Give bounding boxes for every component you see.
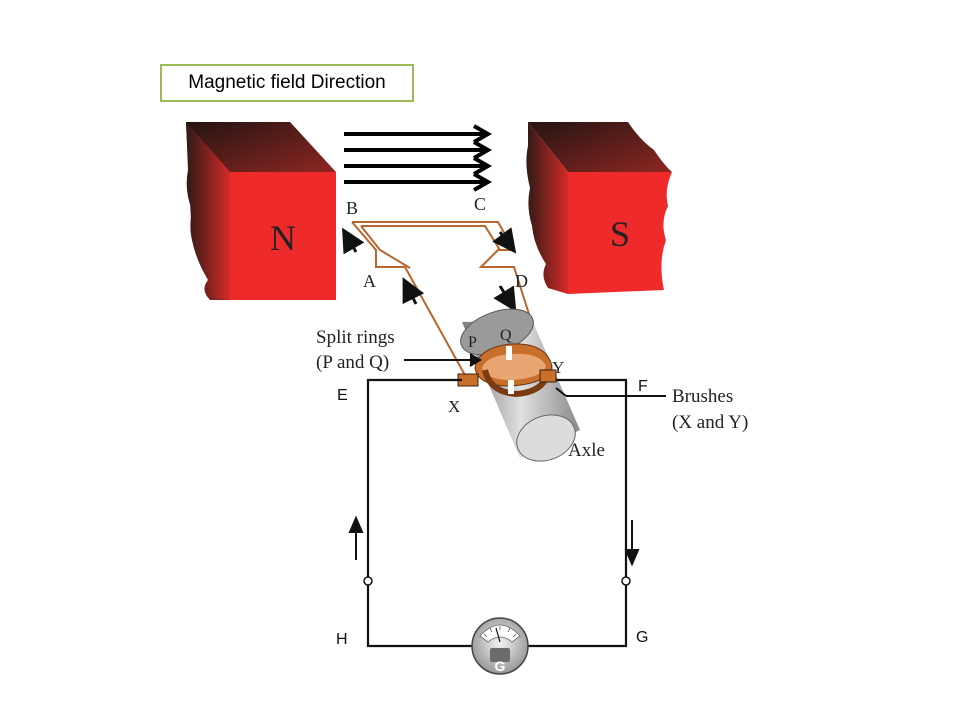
circuit-label-e: E: [337, 387, 348, 404]
brush-label-x: X: [448, 397, 460, 416]
galvanometer-scale: [483, 626, 517, 638]
terminal-g: [621, 576, 631, 586]
south-pole-label: S: [610, 214, 630, 254]
label-b: B: [346, 198, 358, 218]
magnetic-field-lines: [344, 124, 493, 192]
field-arrowhead-1: [473, 124, 493, 144]
brushes: X Y: [448, 358, 564, 416]
brush-label-y: Y: [552, 358, 564, 377]
south-magnet: S: [526, 122, 672, 294]
brushes-label: Brushes: [672, 386, 733, 407]
label-c: C: [474, 194, 486, 214]
ring-label-p: P: [468, 334, 477, 351]
split-rings-label: Split rings: [316, 327, 395, 348]
field-arrowhead-3: [473, 156, 493, 176]
circuit-label-f: F: [638, 378, 648, 395]
circuit-current-arrows: [348, 515, 640, 567]
brushes-sub-label: (X and Y): [672, 412, 748, 433]
north-pole-label: N: [270, 218, 296, 258]
axle-label: Axle: [568, 440, 605, 461]
label-a: A: [363, 271, 376, 291]
magnetic-field-direction-label: Magnetic field Direction: [160, 64, 414, 102]
external-circuit: [366, 378, 628, 648]
terminals: [363, 576, 631, 586]
galvanometer-label: G: [495, 658, 506, 674]
north-magnet: N: [186, 122, 336, 300]
terminal-h: [363, 576, 373, 586]
split-rings: P Q: [468, 327, 553, 398]
coil-current-arrows: [342, 227, 517, 313]
brush-y: [539, 369, 557, 383]
galvanometer-needle: [495, 627, 501, 643]
label-d: D: [515, 271, 528, 291]
circuit-label-h: H: [336, 631, 348, 648]
field-arrowhead-4: [473, 172, 493, 192]
circuit-label-g: G: [636, 629, 648, 646]
ring-label-q: Q: [500, 327, 512, 344]
field-arrowhead-2: [473, 140, 493, 160]
galvanometer: G: [471, 617, 529, 675]
split-rings-sub-label: (P and Q): [316, 352, 389, 373]
